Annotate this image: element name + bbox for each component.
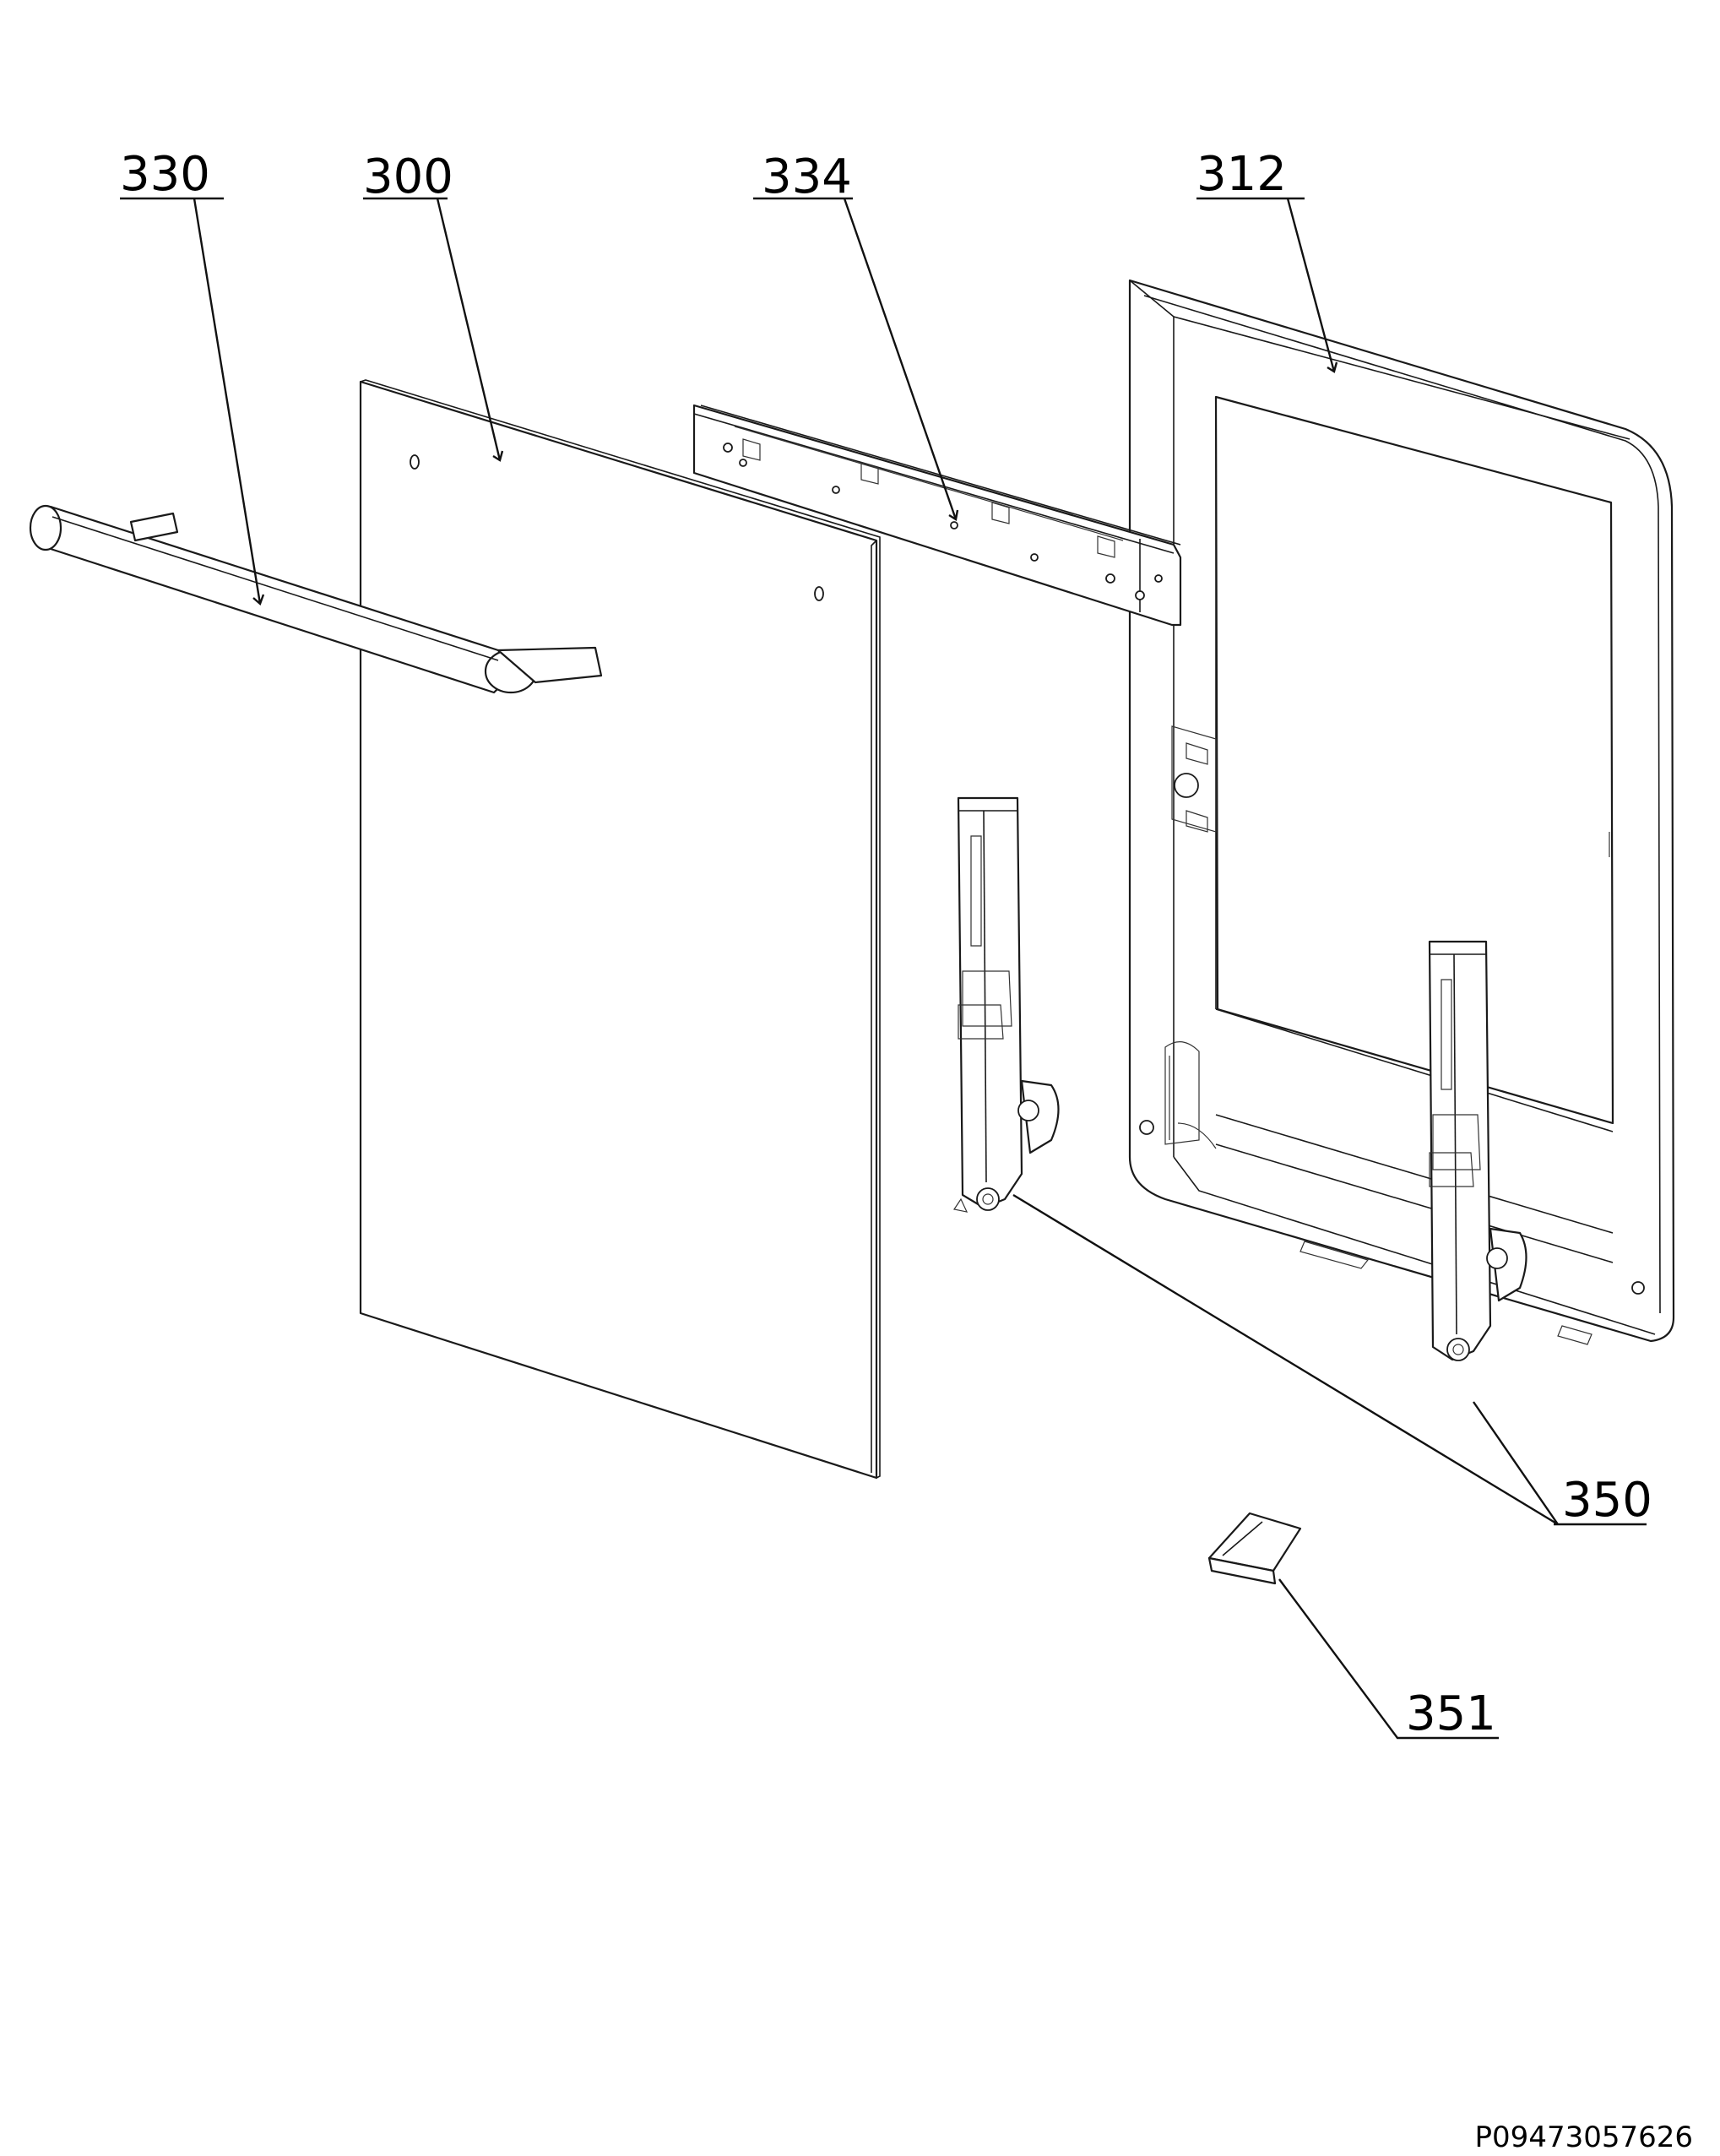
label-312: 312 [1196, 147, 1287, 202]
leader-lines [120, 197, 1647, 1740]
clip-part [1207, 1512, 1302, 1585]
leader-350 [1012, 1193, 1647, 1526]
leader-334 [753, 197, 958, 520]
door-handle-part [29, 504, 603, 694]
leader-300 [363, 197, 502, 461]
leader-351 [1278, 1578, 1499, 1740]
label-351: 351 [1406, 1686, 1496, 1741]
leader-312 [1196, 197, 1336, 372]
label-334: 334 [762, 149, 852, 204]
reference-code: P09473057626 [1475, 2121, 1693, 2154]
label-300: 300 [363, 149, 453, 204]
inner-door-frame-part [1128, 279, 1675, 1345]
hinge-right-part [1428, 940, 1527, 1361]
hinge-left-part [953, 796, 1060, 1213]
leader-330 [120, 197, 262, 605]
label-330: 330 [120, 147, 210, 202]
label-350: 350 [1562, 1473, 1652, 1528]
outer-glass-panel-part [359, 379, 881, 1480]
top-profile-rail-part [692, 404, 1182, 627]
